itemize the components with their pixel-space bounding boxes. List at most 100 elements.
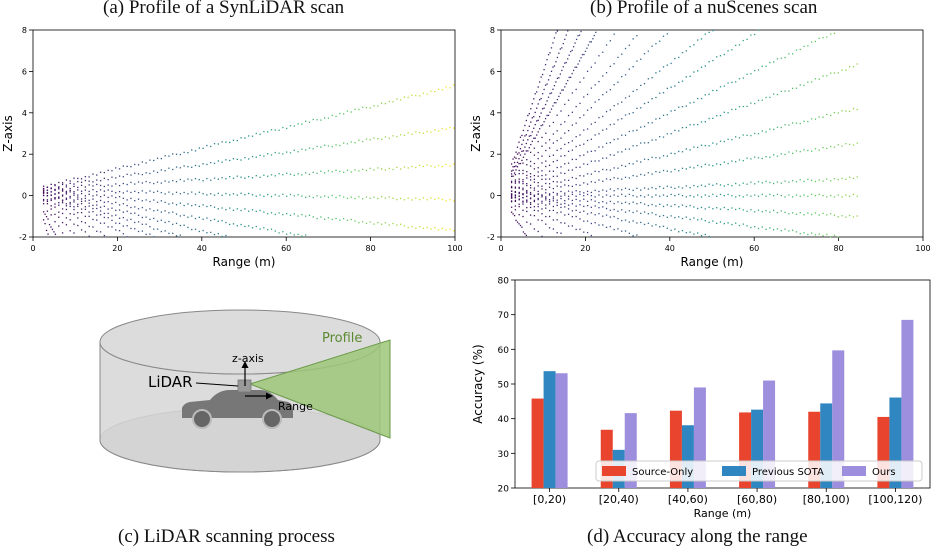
scan-point	[624, 230, 627, 232]
scan-point	[65, 193, 68, 195]
scan-point	[533, 195, 536, 197]
scan-point	[754, 194, 756, 196]
scan-point	[617, 228, 619, 230]
scan-point	[65, 217, 68, 219]
scan-point	[118, 184, 121, 187]
scan-point	[651, 98, 653, 100]
scan-point	[194, 204, 197, 206]
scan-point	[674, 152, 676, 155]
scan-point	[510, 173, 513, 175]
scan-point	[445, 128, 447, 130]
scan-point	[575, 166, 577, 169]
scan-point	[780, 153, 782, 155]
y-tick-label: 80	[498, 277, 510, 287]
scan-point	[50, 214, 52, 216]
scan-point	[407, 197, 409, 199]
scan-point	[183, 151, 185, 154]
scan-point	[704, 163, 706, 166]
scan-point	[51, 228, 54, 231]
scan-point	[594, 205, 596, 207]
scan-point	[731, 195, 733, 197]
scan-point	[510, 180, 513, 182]
scan-point	[392, 101, 394, 103]
scan-point	[522, 156, 525, 158]
scan-point	[700, 66, 703, 68]
scan-point	[510, 206, 513, 208]
scan-point	[548, 155, 551, 157]
scan-point	[594, 170, 596, 172]
scan-point	[579, 184, 581, 186]
scan-point	[590, 87, 593, 89]
scan-point	[700, 234, 703, 237]
scan-point	[58, 204, 60, 206]
scan-point	[700, 166, 703, 168]
scan-point	[575, 88, 577, 91]
scan-point	[617, 81, 619, 83]
scan-point	[524, 153, 526, 155]
scan-point	[571, 72, 573, 75]
scan-point	[545, 215, 547, 218]
scan-point	[780, 229, 782, 232]
scan-point	[251, 194, 254, 196]
scan-point	[77, 205, 79, 208]
scan-point	[513, 172, 516, 174]
scan-point	[221, 235, 223, 238]
scan-point	[153, 159, 155, 162]
scan-point	[103, 177, 106, 179]
lidar-diagram: Profile z-axis Range LiDAR	[99, 309, 391, 473]
scan-point	[773, 61, 775, 63]
scan-point	[522, 193, 524, 195]
scan-point	[795, 231, 798, 233]
scan-point	[512, 175, 514, 177]
scan-point	[750, 181, 752, 183]
scan-point	[678, 106, 680, 108]
scan-point	[780, 57, 782, 59]
scan-point	[308, 173, 311, 176]
scan-point	[559, 73, 561, 75]
scan-point	[567, 79, 569, 82]
scan-point	[388, 137, 390, 139]
scan-point	[738, 195, 741, 197]
scan-point	[583, 163, 585, 165]
scan-point	[545, 160, 547, 162]
scan-point	[567, 130, 570, 132]
scan-point	[674, 57, 676, 60]
scan-point	[274, 213, 276, 216]
scan-point	[453, 230, 455, 232]
scan-point	[301, 123, 303, 125]
scan-point	[327, 170, 330, 172]
scan-point	[526, 164, 528, 166]
scan-point	[666, 114, 668, 116]
scan-point	[426, 164, 428, 166]
scan-point	[96, 230, 98, 232]
scan-point	[590, 173, 593, 175]
scan-point	[583, 143, 585, 145]
plot-frame	[514, 279, 931, 489]
scan-point	[712, 117, 714, 119]
scan-point	[750, 134, 752, 137]
scan-point	[560, 195, 562, 197]
scan-point	[792, 53, 794, 55]
scan-point	[723, 53, 725, 56]
scan-point	[221, 220, 223, 222]
scan-point	[598, 224, 600, 226]
scan-point	[320, 170, 322, 172]
scan-point	[73, 183, 75, 185]
scan-point	[537, 167, 539, 169]
scan-point	[80, 198, 83, 200]
scan-point	[46, 210, 49, 212]
scan-point	[848, 176, 851, 178]
scan-point	[160, 200, 162, 202]
scan-point	[541, 73, 544, 76]
scan-point	[149, 172, 151, 175]
scan-point	[549, 111, 551, 113]
range-label: Range	[278, 400, 313, 413]
scan-point	[521, 143, 523, 146]
scan-point	[647, 204, 649, 207]
scan-point	[96, 179, 98, 181]
scan-point	[624, 114, 627, 116]
scan-point	[640, 173, 642, 176]
scan-point	[179, 234, 181, 236]
scan-point	[525, 119, 528, 122]
scan-point	[685, 185, 687, 187]
